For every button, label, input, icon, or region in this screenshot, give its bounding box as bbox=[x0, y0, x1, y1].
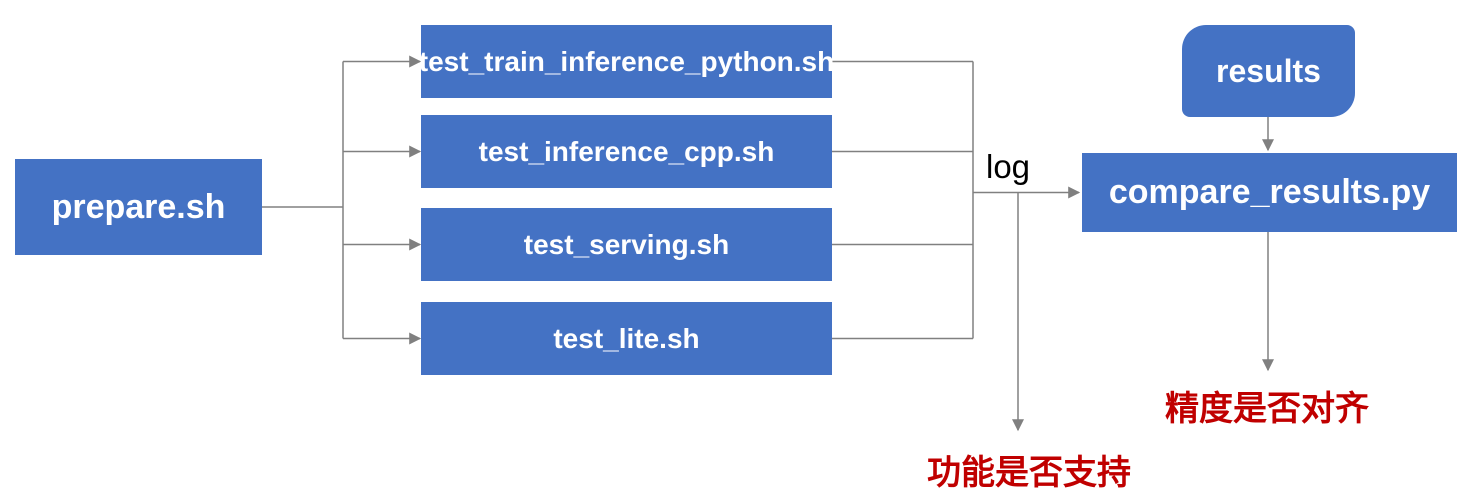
annotation-feature-support: 功能是否支持 bbox=[927, 454, 1131, 492]
node-compare-results-py: compare_results.py bbox=[1082, 153, 1457, 232]
node-prepare-sh: prepare.sh bbox=[15, 159, 262, 255]
edge-label-log: log bbox=[986, 148, 1031, 185]
node-results: results bbox=[1182, 25, 1355, 117]
annotation-accuracy-aligned: 精度是否对齐 bbox=[1165, 390, 1369, 428]
node-test-inference-cpp-sh: test_inference_cpp.sh bbox=[421, 115, 832, 188]
node-test-serving-sh: test_serving.sh bbox=[421, 208, 832, 281]
node-test-lite-sh: test_lite.sh bbox=[421, 302, 832, 375]
node-test-train-inference-python-sh: test_train_inference_python.sh bbox=[419, 25, 834, 98]
